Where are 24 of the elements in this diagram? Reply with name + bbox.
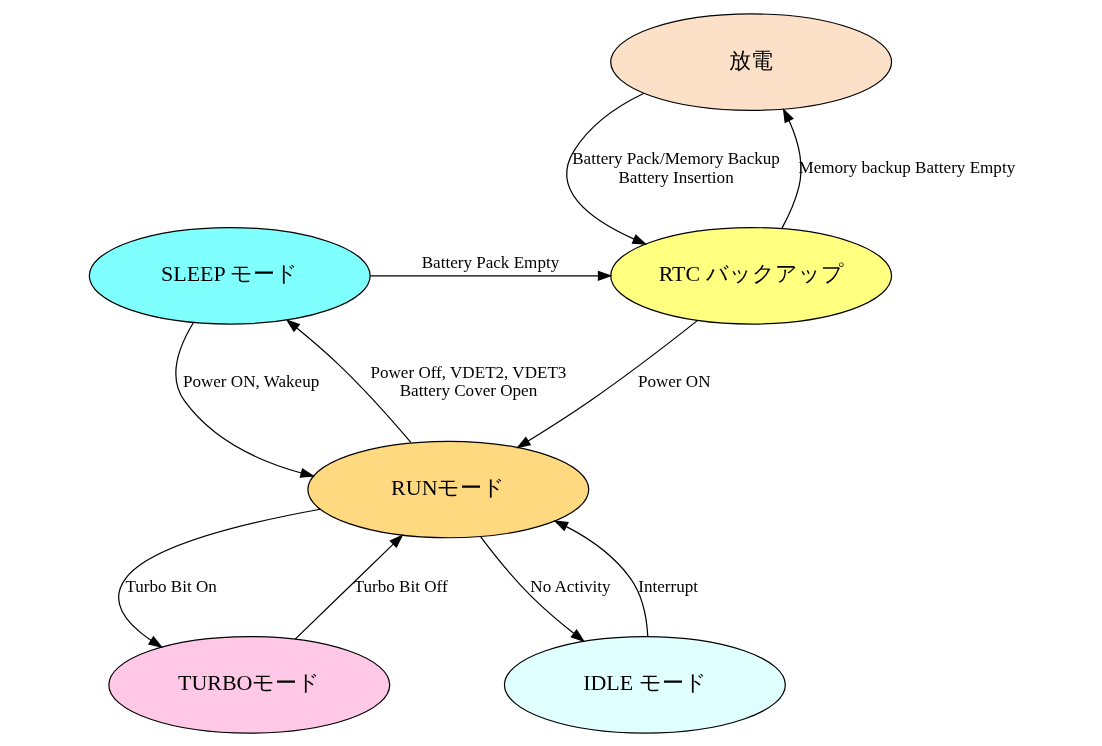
arrow [780, 107, 802, 229]
arrow [285, 318, 411, 443]
arrow [117, 508, 321, 648]
edge-label: Power ON, Wakeup [182, 371, 319, 391]
edge-label: Power Off, VDET2, VDET3 Battery Cover Open [370, 362, 566, 400]
edge-label: Power ON [637, 371, 711, 391]
node-ellipse: 放電 [609, 12, 892, 111]
arrow [294, 533, 403, 640]
edge-label: Battery Pack/Memory Backup Battery Insertion [571, 148, 780, 187]
node-ellipse: RTC バックアップ [609, 226, 892, 325]
edge-label: Turbo Bit Off [353, 576, 448, 596]
arrow [479, 535, 585, 642]
edge-label: No Activity [529, 576, 611, 596]
edge-label: Interrupt [637, 576, 698, 596]
arrow [174, 321, 315, 478]
arrow [565, 92, 647, 245]
edge-label: Turbo Bit On [124, 576, 217, 596]
node-ellipse: SLEEP モード [88, 226, 371, 325]
arrow [553, 519, 648, 637]
node-ellipse: RUNモード [306, 440, 589, 538]
node-ellipse: IDLE モード [503, 635, 786, 734]
arrow [369, 270, 612, 281]
edge-label: Battery Pack Empty [421, 252, 559, 272]
arrow [515, 319, 698, 448]
